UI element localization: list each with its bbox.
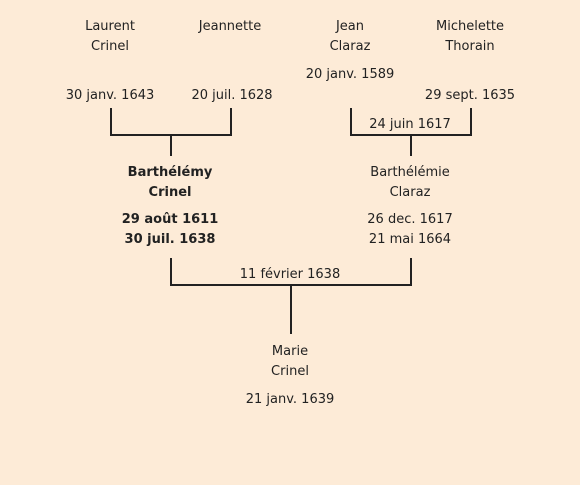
grandparent-jean-date: 20 janv. 1589 [305,67,395,82]
grandparent-michelette-last-name: Thorain [445,39,495,54]
grandparent-laurent-first-name: Laurent [85,19,135,34]
grandparent-laurent-date: 30 janv. 1643 [65,88,155,103]
parent-barthelemy-first-name: Barthélémy [127,165,213,180]
parent-barthelemie-birth: 26 dec. 1617 [367,212,453,227]
grandparent-jeannette-first-name: Jeannette [198,19,262,34]
grandparent-jean-first-name: Jean [335,19,365,34]
parent-barthelemie-last-name: Claraz [389,185,431,200]
connector-jean-down [350,108,352,136]
grandparent-jean-last-name: Claraz [329,39,371,54]
connector-barthelemy-down [170,258,172,286]
marriage-date-claraz: 24 juin 1617 [369,117,451,132]
grandparent-michelette-first-name: Michelette [435,19,505,34]
marriage-date-parents: 11 février 1638 [239,267,341,282]
grandparent-jeannette-date: 20 juil. 1628 [191,88,273,103]
connector-parents-to-child [290,284,292,334]
connector-claraz-to-child [410,134,412,156]
connector-jeannette-down [230,108,232,136]
parent-barthelemy-birth: 29 août 1611 [121,212,219,227]
parent-barthelemie-first-name: Barthélémie [370,165,450,180]
parent-barthelemy-last-name: Crinel [148,185,192,200]
connector-michelette-down [470,108,472,136]
connector-crinel-to-child [170,134,172,156]
parent-barthelemie-death: 21 mai 1664 [368,232,452,247]
connector-laurent-down [110,108,112,136]
connector-barthelemie-down [410,258,412,286]
child-marie-last-name: Crinel [271,364,309,379]
child-marie-birth: 21 janv. 1639 [245,392,335,407]
parent-barthelemy-death: 30 juil. 1638 [124,232,216,247]
child-marie-first-name: Marie [271,344,309,359]
grandparent-michelette-date: 29 sept. 1635 [424,88,516,103]
grandparent-laurent-last-name: Crinel [91,39,129,54]
